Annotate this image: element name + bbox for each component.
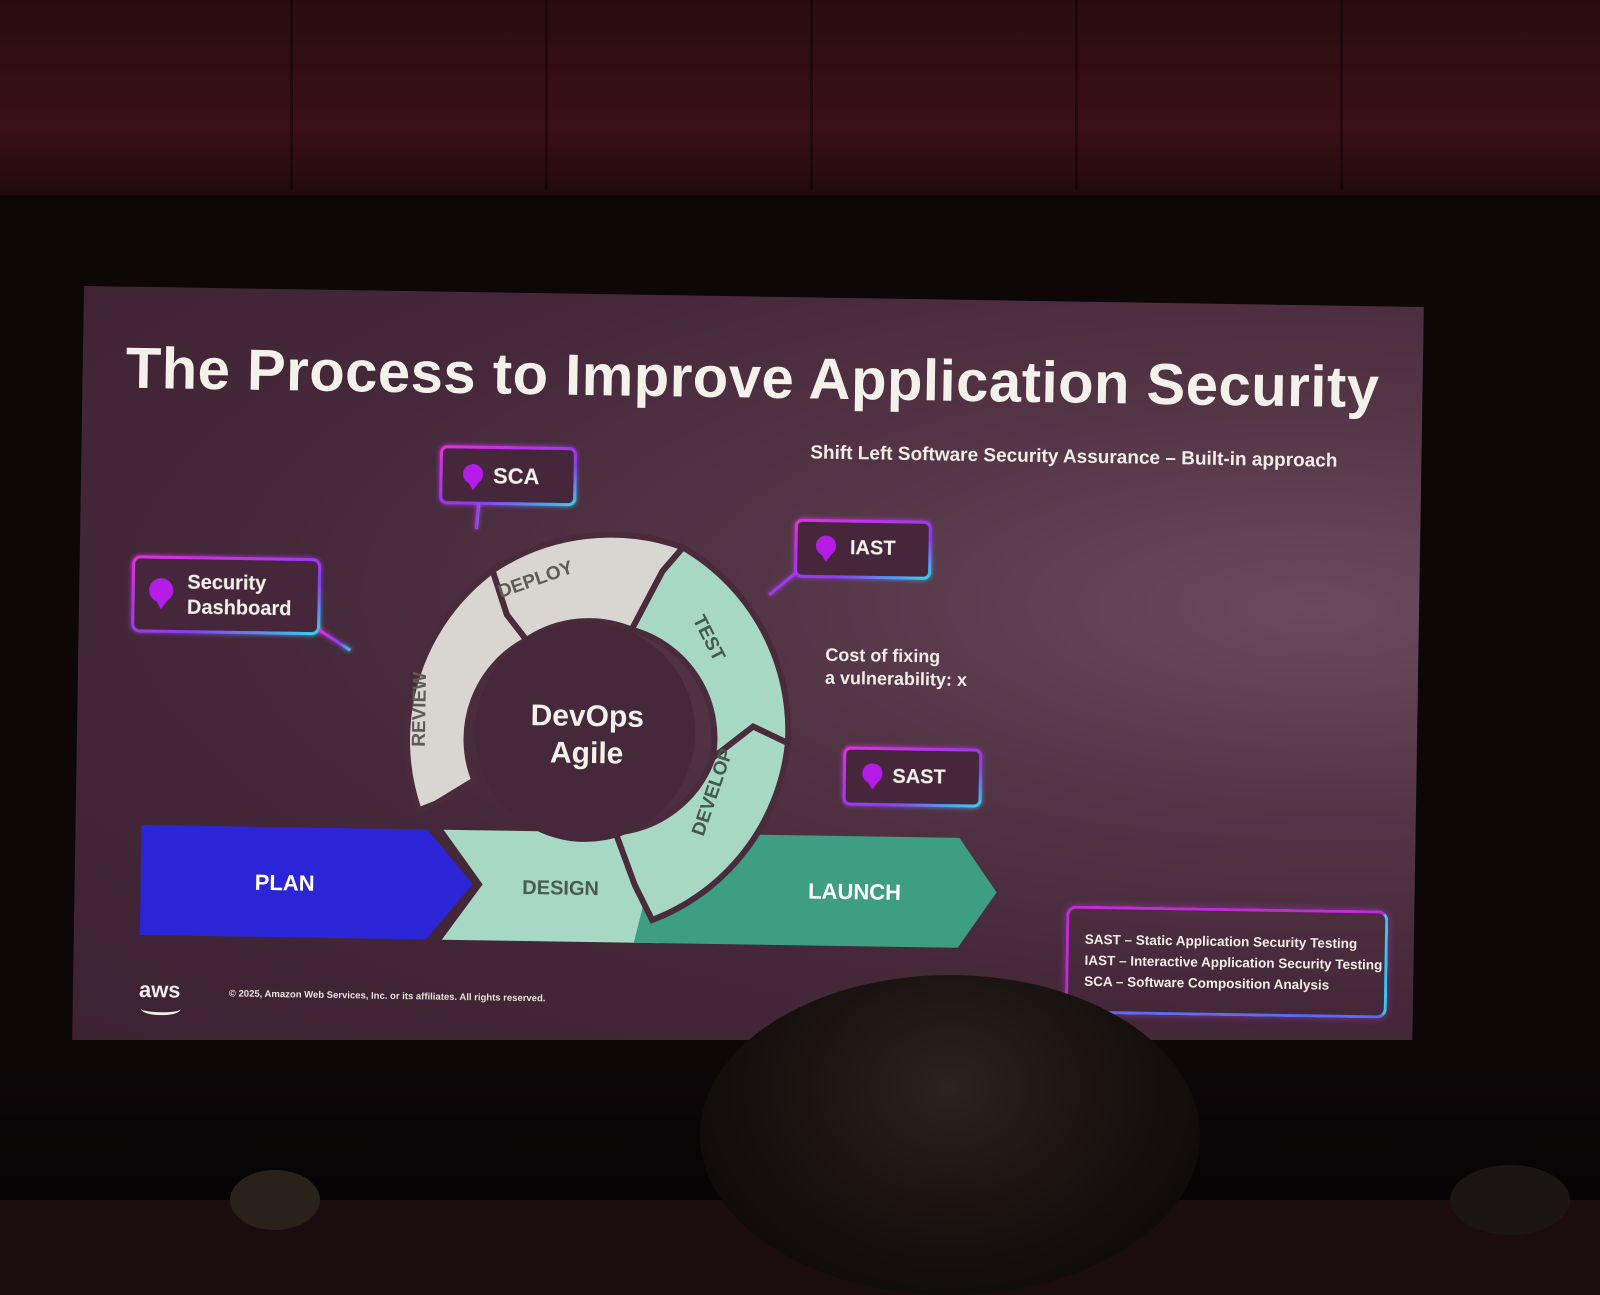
sca-callout-label: SCA (493, 463, 540, 489)
acronym-legend-list: SAST – Static Application Security Testi… (1084, 929, 1383, 997)
sast-callout: SAST (802, 746, 983, 808)
plan-arrow (139, 824, 473, 940)
chat-bubble-icon (862, 763, 883, 784)
presentation-slide: The Process to Improve Application Secur… (72, 286, 1424, 1067)
iast-callout-label: IAST (850, 537, 896, 560)
design-label: DESIGN (522, 877, 599, 900)
review-segment (404, 565, 532, 815)
security-dashboard-callout: Security Dashboard (131, 555, 352, 652)
wall-seam (810, 0, 813, 190)
design-arrow (441, 829, 661, 944)
sca-callout: SCA (439, 445, 577, 530)
develop-segment (611, 723, 792, 924)
security-dashboard-label-line1: Security (187, 572, 267, 595)
wall-seam (1075, 0, 1078, 190)
room-wall (0, 0, 1600, 215)
wall-seam (1340, 0, 1343, 190)
wall-seam (290, 0, 293, 190)
cycle-center-hub (475, 621, 696, 842)
audience-head (700, 975, 1200, 1295)
devops-cycle-diagram: PLAN DESIGN LAUNCH DEPLOY TEST DEVELOP R… (131, 445, 997, 948)
cycle-label-review: REVIEW (409, 672, 431, 747)
audience-head (1450, 1165, 1570, 1235)
center-label-agile: Agile (550, 736, 624, 770)
cost-of-fixing-note: Cost of fixing a vulnerability: x (824, 644, 968, 690)
aws-logo: aws (138, 976, 181, 1003)
wall-seam (545, 0, 548, 190)
chat-bubble-icon (149, 578, 174, 603)
sast-callout-label: SAST (892, 766, 946, 789)
chat-bubble-icon (816, 535, 837, 556)
center-label-devops: DevOps (530, 699, 644, 734)
chat-bubble-icon (463, 464, 484, 485)
iast-callout: IAST (768, 518, 932, 596)
devops-cycle-ring (404, 531, 792, 924)
launch-label: LAUNCH (808, 878, 901, 904)
audience-head (230, 1170, 320, 1230)
security-dashboard-label-line2: Dashboard (187, 597, 292, 621)
acronym-legend-box: SAST – Static Application Security Testi… (1064, 905, 1389, 1019)
plan-label: PLAN (255, 870, 315, 896)
